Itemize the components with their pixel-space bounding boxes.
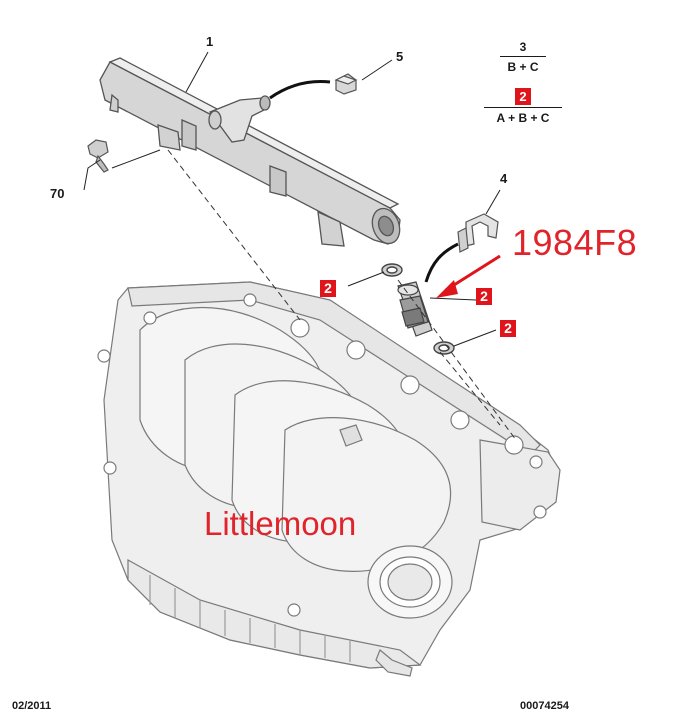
ratio-second-denominator: A + B + C: [484, 107, 562, 125]
callout-part-70: 70: [50, 186, 65, 201]
injector-wire: [424, 242, 459, 283]
dashed-alignment: [167, 149, 517, 441]
seal-badge-upper: 2: [320, 280, 336, 297]
fuel-injector: [397, 281, 433, 337]
clip-part-4: [457, 213, 499, 253]
seal-badge-lower: 2: [500, 320, 516, 337]
footer-date: 02/2011: [12, 700, 52, 712]
brand-watermark: Littlemoon: [204, 505, 357, 542]
fuel-rail: [99, 57, 401, 247]
cap-part-5: [334, 73, 358, 95]
ratio-second-numerator: 2: [515, 88, 531, 105]
callout-arrow: [436, 254, 501, 298]
callout-part-1: 1: [206, 34, 214, 49]
part-code-watermark: 1984F8: [512, 222, 638, 263]
ratio-first-denominator: B + C: [500, 56, 546, 74]
ratio-first: 3 B + C: [500, 40, 546, 74]
seal-badge-middle: 2: [476, 288, 492, 305]
leader-lines: [83, 51, 501, 347]
footer-doc-number: 00074254: [520, 700, 569, 712]
bolt-part-70: [87, 139, 109, 173]
callout-part-4: 4: [500, 171, 508, 186]
callout-part-5: 5: [396, 49, 404, 64]
fuel-pipe: [269, 80, 331, 100]
ratio-first-numerator: 3: [519, 40, 527, 54]
intake-manifold: [97, 281, 561, 677]
ratio-second: 2 A + B + C: [484, 88, 562, 125]
